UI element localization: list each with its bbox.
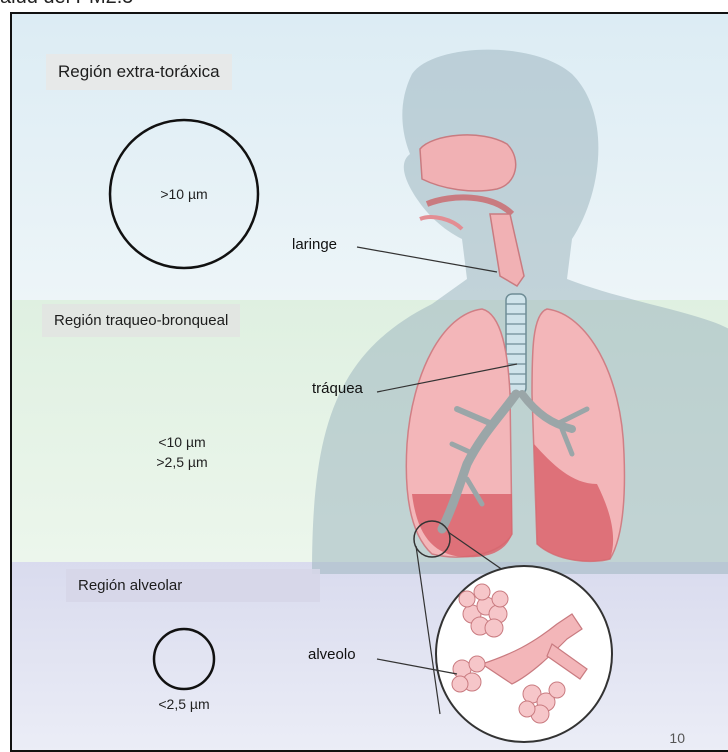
size-label-large: >10 µm (134, 184, 234, 204)
alveoli-magnified (436, 566, 612, 742)
size-label-medium-lower: >2,5 µm (132, 452, 232, 472)
size-label-medium: <10 µm >2,5 µm (132, 432, 232, 472)
page-caption: alud del PM2.5 (0, 0, 133, 9)
particle-circle-small (154, 629, 214, 689)
region-title-tracheobronchial: Región traqueo-bronqueal (42, 304, 240, 337)
region-title-extra-thoracic: Región extra-toráxica (46, 54, 232, 90)
label-alveolo: alveolo (308, 646, 356, 663)
size-label-medium-upper: <10 µm (132, 432, 232, 452)
diagram-frame: Región extra-toráxica >10 µm Región traq… (10, 12, 728, 752)
page-number: 10 (669, 730, 685, 746)
label-traquea: tráquea (312, 380, 363, 397)
anatomy-illustration (12, 14, 728, 752)
label-laringe: laringe (292, 236, 337, 253)
region-title-alveolar: Región alveolar (66, 569, 320, 602)
size-label-small: <2,5 µm (134, 694, 234, 714)
